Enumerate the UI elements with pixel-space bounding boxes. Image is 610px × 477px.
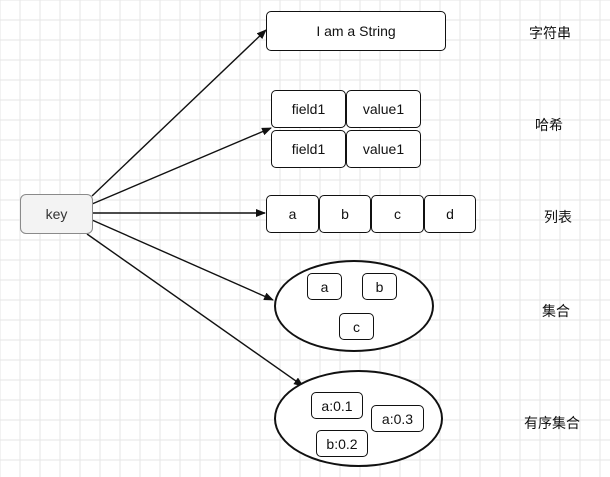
key-node: key	[20, 194, 93, 234]
key-text: key	[45, 206, 68, 222]
zset-type-label: 有序集合	[524, 416, 580, 432]
hash-row-1-field: field1	[271, 90, 346, 128]
arrow-to-hash	[91, 127, 272, 205]
set-item-c: c	[339, 313, 374, 340]
hash-row-2-value: value1	[346, 130, 421, 168]
hash-row-2-field: field1	[271, 130, 346, 168]
string-node: I am a String	[266, 11, 446, 51]
hash-type-label: 哈希	[535, 118, 563, 134]
arrow-to-string	[91, 29, 267, 197]
list-item-a: a	[266, 195, 319, 233]
zset-item-1: a:0.1	[311, 392, 363, 419]
set-type-label: 集合	[542, 304, 570, 320]
string-value: I am a String	[316, 23, 396, 39]
set-item-b: b	[362, 273, 397, 300]
arrow-to-set	[91, 219, 274, 301]
list-item-b: b	[319, 195, 371, 233]
zset-item-3: b:0.2	[316, 430, 368, 457]
string-type-label: 字符串	[529, 26, 571, 42]
list-item-c: c	[371, 195, 424, 233]
list-item-d: d	[424, 195, 476, 233]
set-item-a: a	[307, 273, 342, 300]
hash-row-1-value: value1	[346, 90, 421, 128]
arrow-to-zset	[86, 233, 304, 387]
zset-item-2: a:0.3	[371, 405, 424, 432]
list-type-label: 列表	[544, 210, 572, 226]
